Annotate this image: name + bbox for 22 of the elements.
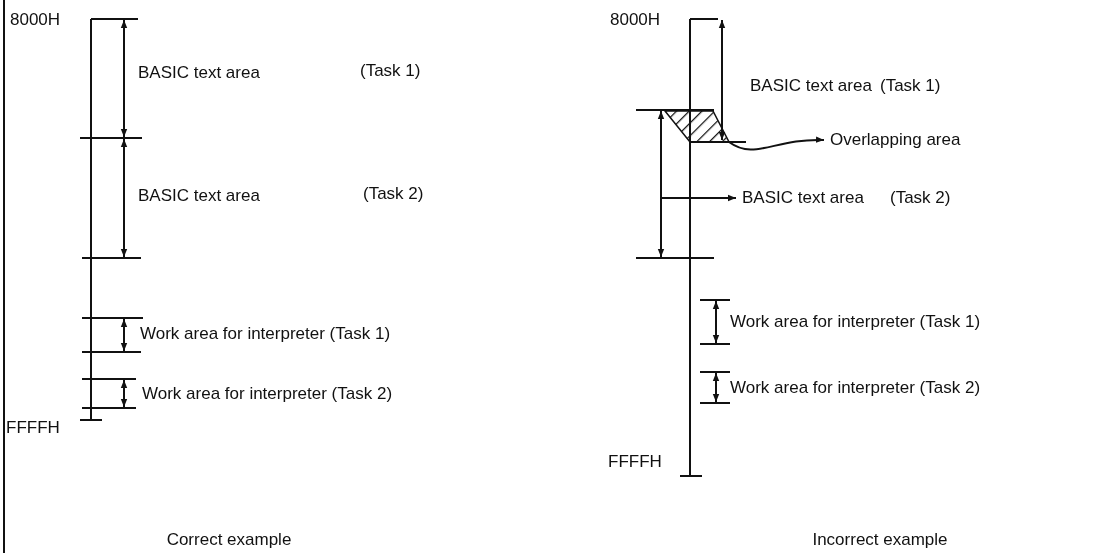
task-label: (Task 1) (360, 61, 421, 81)
area-label: Work area for interpreter (Task 1) (730, 312, 981, 332)
area-label: BASIC text area (750, 76, 872, 96)
hatched-area (664, 110, 730, 143)
address-label: 8000H (10, 10, 61, 30)
caption: Correct example (166, 530, 292, 550)
area-label: Work area for interpreter (Task 1) (140, 324, 391, 344)
address-label: FFFFH (6, 418, 60, 438)
area-label: BASIC text area (138, 63, 260, 83)
leader-line (661, 194, 737, 202)
task-label: (Task 2) (363, 184, 424, 204)
area-label: BASIC text area (742, 188, 864, 208)
area-label: Overlapping area (830, 130, 961, 150)
task-label: (Task 1) (880, 76, 941, 96)
area-label: Work area for interpreter (Task 2) (142, 384, 393, 404)
area-label: BASIC text area (138, 186, 260, 206)
leader-line (728, 136, 825, 151)
caption: Incorrect example (812, 530, 948, 550)
task-label: (Task 2) (890, 188, 951, 208)
area-label: Work area for interpreter (Task 2) (730, 378, 981, 398)
address-label: 8000H (610, 10, 661, 30)
address-label: FFFFH (608, 452, 662, 472)
